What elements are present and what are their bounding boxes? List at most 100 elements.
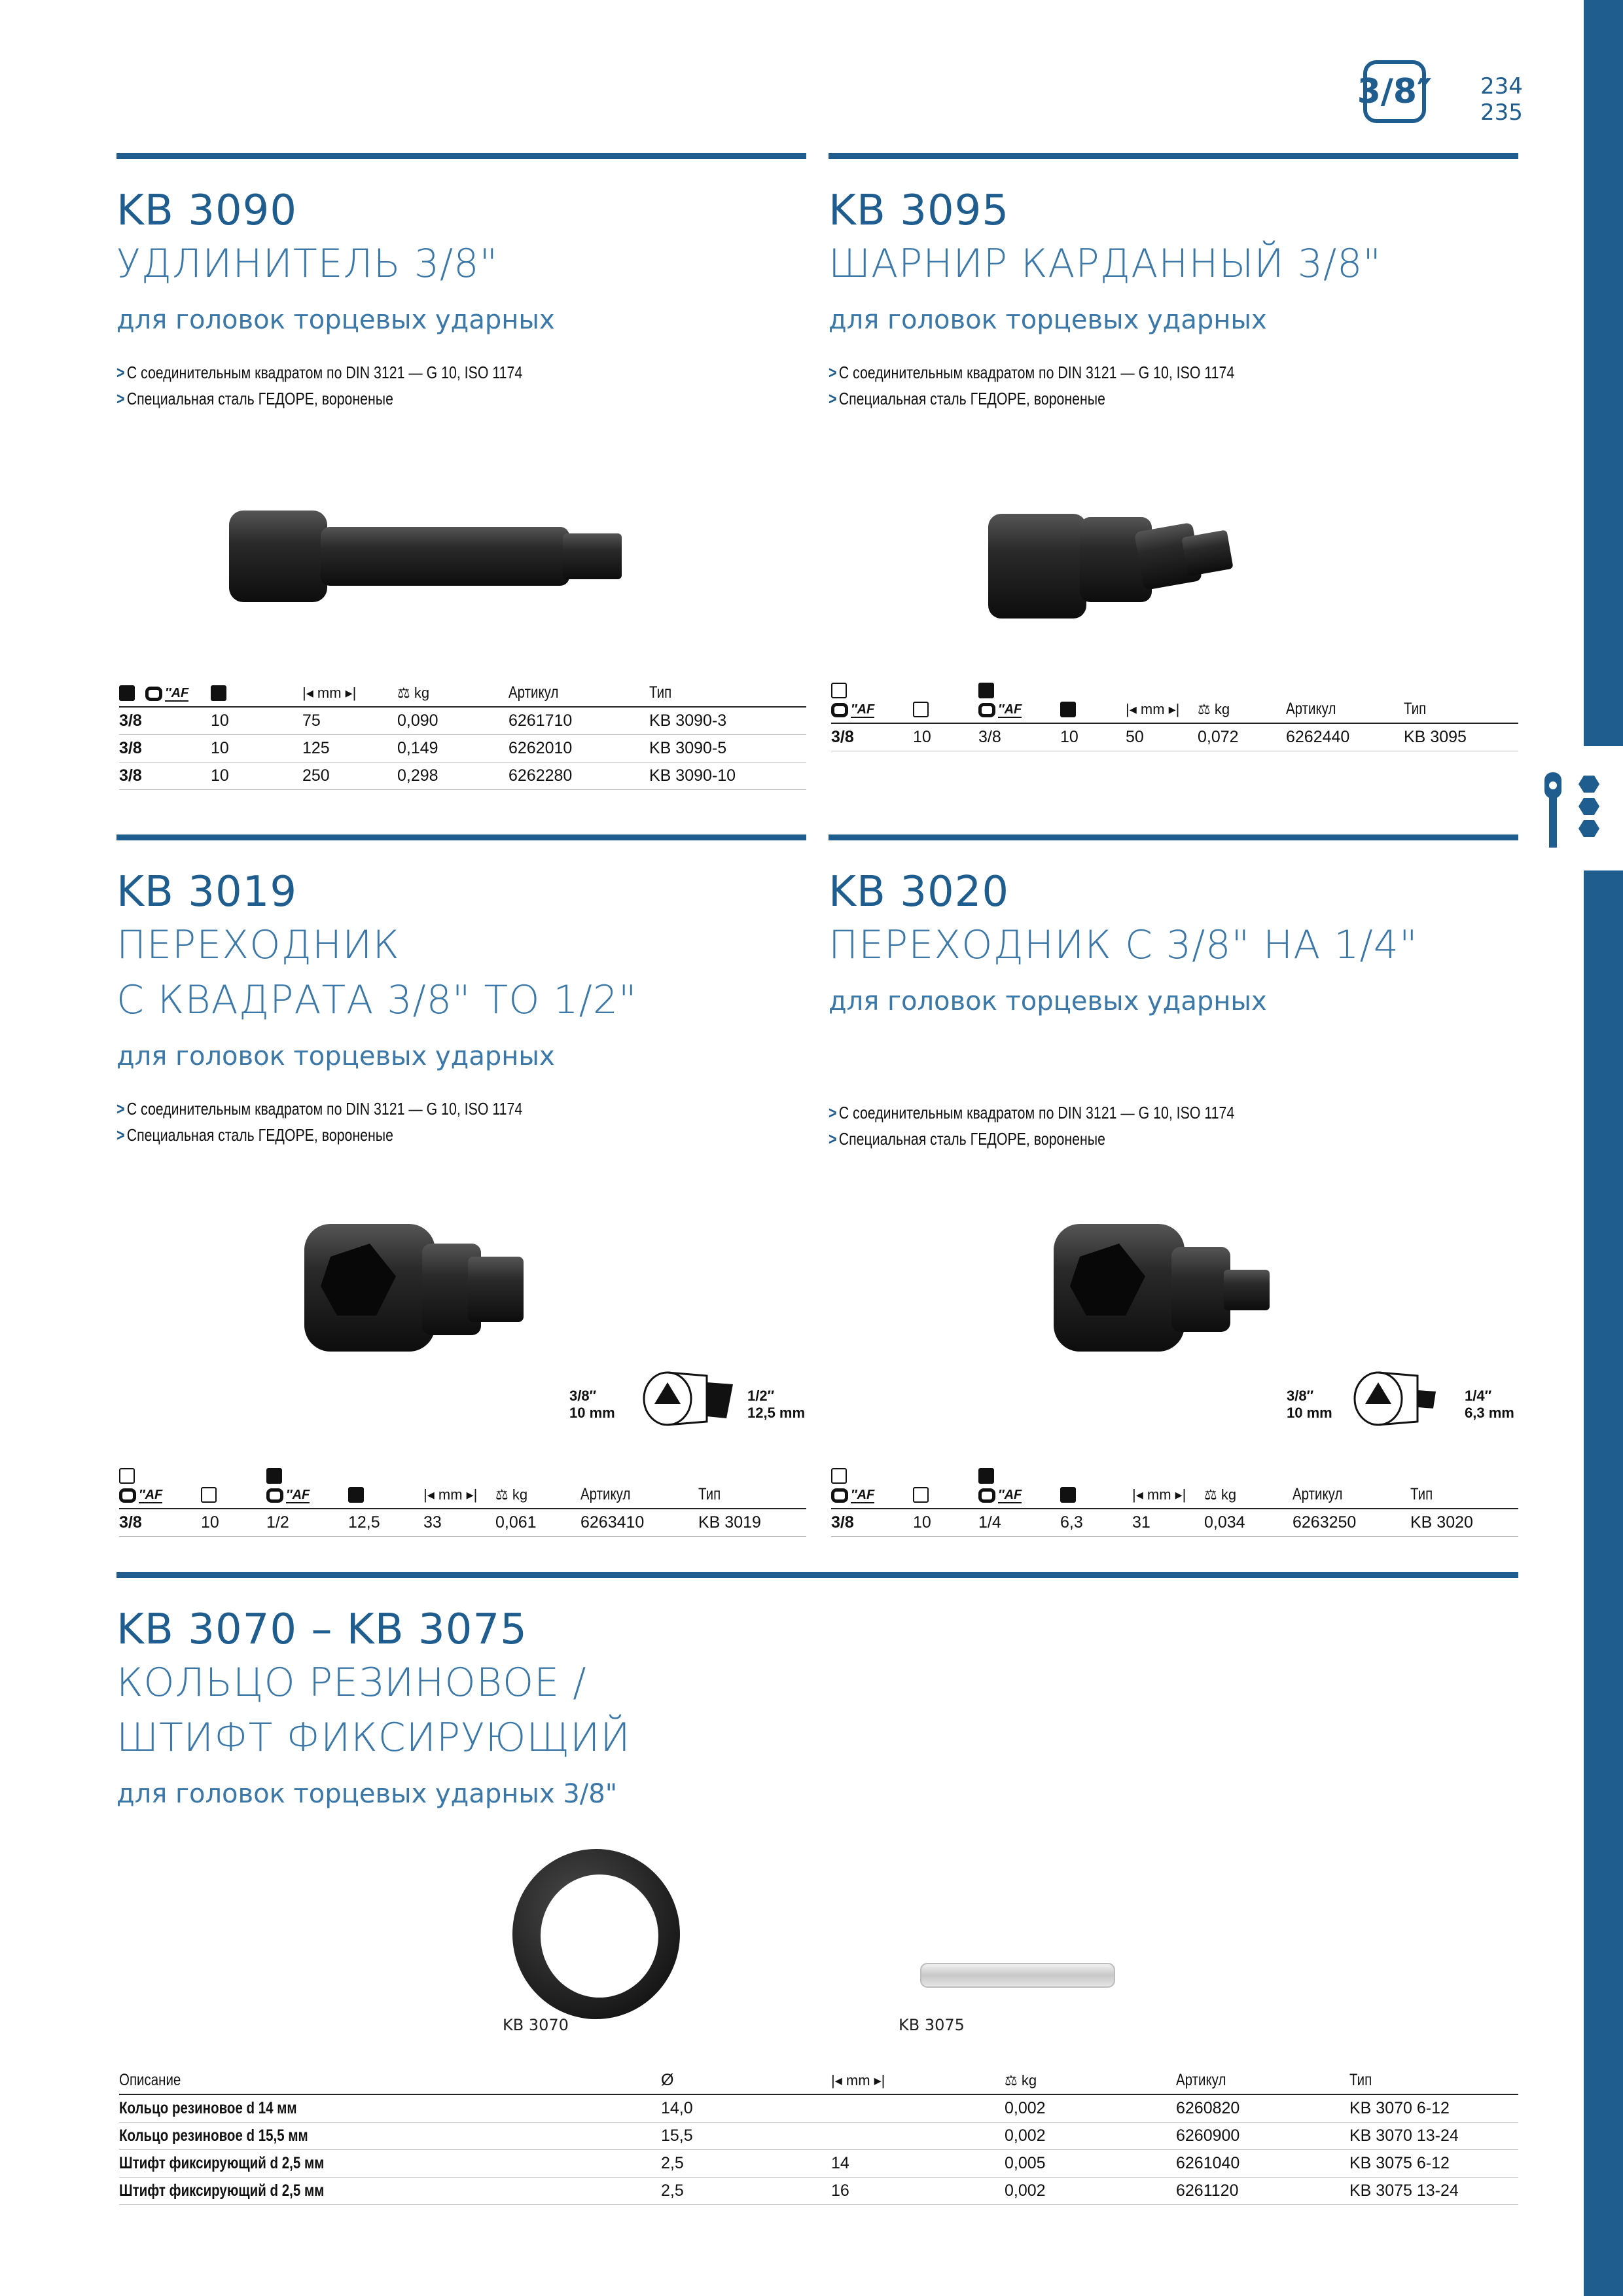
feature-list: >С соединительным квадратом по DIN 3121 … (829, 1100, 1518, 1152)
section-kb3095: KB 3095 ШАРНИР КАРДАННЫЙ 3/8" для голово… (829, 153, 1518, 412)
square-icon (201, 1466, 266, 1509)
col-type: Тип (649, 674, 806, 708)
col-description: Описание (119, 2062, 661, 2095)
weight-icon: ⚖ kg (1198, 681, 1286, 724)
sidebar-bar-bottom (1584, 870, 1623, 2296)
weight-icon: ⚖ kg (495, 1466, 580, 1509)
table-header: Описание Ø |◂ mm ▸| ⚖ kg Артикул Тип (119, 2062, 1518, 2095)
col-article: Артикул (1286, 681, 1404, 724)
product-title: ПЕРЕХОДНИК С 3/8" НА 1/4" (829, 922, 1418, 968)
feature-item: >С соединительным квадратом по DIN 3121 … (829, 363, 1235, 382)
adapter-diagram-icon (1353, 1371, 1436, 1426)
hex-af-square-icon: ″AF (831, 1466, 913, 1509)
square-icon (119, 674, 145, 708)
product-code: KB 3090 (116, 187, 298, 235)
section-kb3019: KB 3019 ПЕРЕХОДНИК С КВАДРАТА 3/8" ТО 1/… (116, 834, 806, 1148)
section-rule (829, 153, 1518, 159)
universal-joint-image (988, 514, 1233, 619)
feature-item: >Специальная сталь ГЕДОРЕ, вороненые (829, 1129, 1105, 1149)
product-title: ШАРНИР КАРДАННЫЙ 3/8" (829, 241, 1382, 287)
section-rule (116, 153, 806, 159)
table-header: ″AF ″AF |◂ mm ▸| ⚖ kg Артикул Тип (119, 1466, 806, 1509)
feature-list: >С соединительным квадратом по DIN 3121 … (116, 1096, 806, 1148)
adapter-3-8-to-1-2-image (304, 1224, 524, 1352)
length-icon: |◂ mm ▸| (423, 1466, 495, 1509)
wrench-socket-icon (1544, 772, 1599, 848)
locking-pin-image (920, 1963, 1115, 1988)
weight-icon: ⚖ kg (1204, 1466, 1293, 1509)
product-code: KB 3070 – KB 3075 (116, 1605, 527, 1654)
product-code: KB 3095 (829, 187, 1010, 235)
length-icon: |◂ mm ▸| (302, 674, 397, 708)
col-article: Артикул (1293, 1466, 1410, 1509)
arrow-icon: > (116, 389, 125, 408)
input-size-label: 3/8″10 mm (569, 1388, 615, 1421)
weight-icon: ⚖ kg (397, 674, 508, 708)
feature-item: >С соединительным квадратом по DIN 3121 … (116, 1099, 523, 1119)
hex-af-square-icon: ″AF (831, 681, 913, 724)
spec-table-kb3070-kb3075: Описание Ø |◂ mm ▸| ⚖ kg Артикул Тип Кол… (119, 2062, 1518, 2205)
feature-item: >Специальная сталь ГЕДОРЕ, вороненые (829, 389, 1105, 408)
section-rule (116, 1572, 1518, 1578)
input-size-label: 3/8″10 mm (1287, 1388, 1332, 1421)
hex-af-square-icon: ″AF (978, 1466, 1060, 1509)
hex-af-icon: ″AF (145, 674, 211, 708)
table-header: ″AF |◂ mm ▸| ⚖ kg Артикул Тип (119, 674, 806, 708)
table-header: ″AF ″AF |◂ mm ▸| ⚖ kg Артикул Тип (831, 1466, 1518, 1509)
feature-list: >С соединительным квадратом по DIN 3121 … (829, 359, 1518, 412)
arrow-icon: > (116, 363, 125, 382)
product-title-line: ПЕРЕХОДНИК (116, 922, 400, 968)
page-numbers: 234 235 (1480, 73, 1523, 126)
feature-item: >Специальная сталь ГЕДОРЕ, вороненые (116, 389, 393, 408)
arrow-icon: > (116, 1099, 125, 1119)
product-title-line: КОЛЬЦО РЕЗИНОВОЕ / (116, 1660, 587, 1706)
extension-bar-image (229, 511, 622, 602)
sidebar-bar-top (1584, 0, 1623, 746)
product-code: KB 3020 (829, 868, 1010, 916)
product-subtitle: для головок торцевых ударных (829, 986, 1267, 1016)
product-subtitle: для головок торцевых ударных (829, 305, 1267, 335)
product-subtitle: для головок торцевых ударных 3/8" (116, 1779, 618, 1809)
hex-af-square-icon: ″AF (266, 1466, 348, 1509)
square-icon (913, 681, 978, 724)
image-caption: KB 3070 (503, 2016, 569, 2034)
square-icon (1060, 681, 1126, 724)
section-kb3020: KB 3020 ПЕРЕХОДНИК С 3/8" НА 1/4" для го… (829, 834, 1518, 1152)
product-code: KB 3019 (116, 868, 298, 916)
col-type: Тип (1410, 1466, 1518, 1509)
length-icon: |◂ mm ▸| (1132, 1466, 1204, 1509)
col-type: Тип (698, 1466, 806, 1509)
col-type: Тип (1349, 2062, 1518, 2095)
square-icon (211, 674, 302, 708)
col-type: Тип (1404, 681, 1518, 724)
product-title: УДЛИНИТЕЛЬ 3/8" (116, 241, 499, 287)
adapter-size-diagram: 3/8″10 mm 1/2″12,5 mm (569, 1368, 812, 1430)
square-icon (348, 1466, 423, 1509)
section-rule (116, 834, 806, 840)
product-subtitle: для головок торцевых ударных (116, 305, 555, 335)
feature-list: >С соединительным квадратом по DIN 3121 … (116, 359, 806, 412)
weight-icon: ⚖ kg (1005, 2062, 1176, 2095)
arrow-icon: > (829, 389, 837, 408)
arrow-icon: > (829, 363, 837, 382)
arrow-icon: > (829, 1129, 837, 1149)
length-icon: |◂ mm ▸| (1126, 681, 1198, 724)
table-header: ″AF ″AF |◂ mm ▸| ⚖ kg Артикул Тип (831, 681, 1518, 724)
section-kb3090: KB 3090 УДЛИНИТЕЛЬ 3/8" для головок торц… (116, 153, 806, 412)
product-title-line: С КВАДРАТА 3/8" ТО 1/2" (116, 977, 637, 1023)
adapter-diagram-icon (643, 1371, 733, 1426)
arrow-icon: > (116, 1125, 125, 1145)
size-badge: 3/8″ (1357, 60, 1432, 123)
